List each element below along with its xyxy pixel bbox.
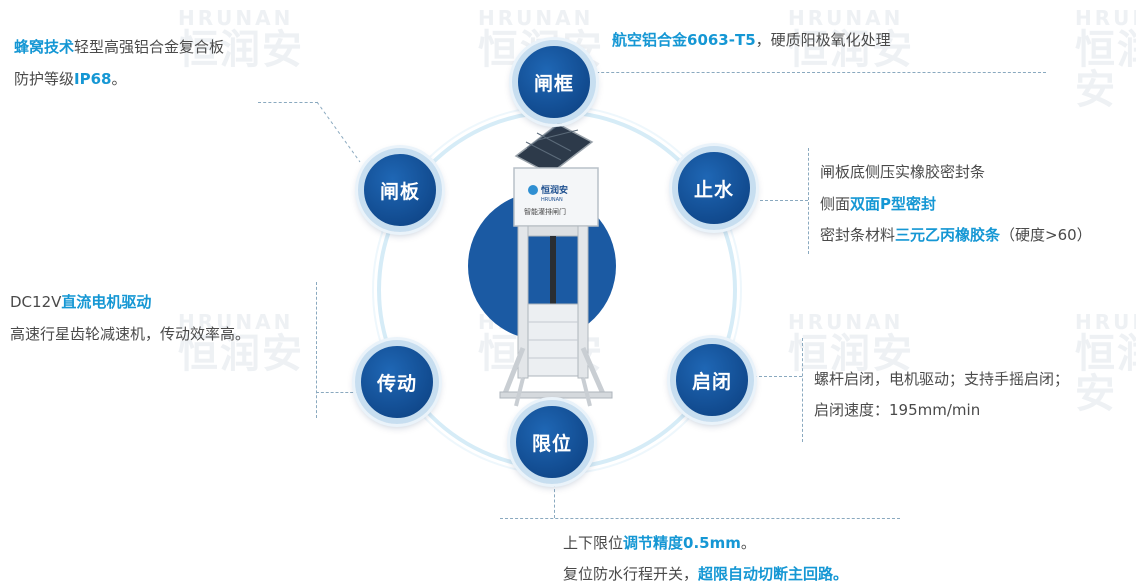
qibi-line2: 启闭速度：195mm/min — [814, 401, 981, 419]
connector-zhaban-diag — [316, 101, 361, 163]
node-zhishui[interactable]: 止水 — [672, 146, 756, 230]
xianwei-line2: 复位防水行程开关，超限自动切断主回路。 — [563, 565, 849, 583]
zhishui-line1: 闸板底侧压实橡胶密封条 — [820, 163, 986, 181]
zhaban-line2: 防护等级IP68。 — [14, 70, 127, 88]
zhakuang-line1: 航空铝合金6063-T5，硬质阳极氧化处理 — [612, 31, 891, 49]
connector-xianwei-v — [554, 484, 555, 518]
brand-logo-icon — [528, 185, 538, 195]
zhaban-line1: 蜂窝技术轻型高强铝合金复合板 — [14, 38, 225, 56]
connector-qibi-h — [754, 376, 802, 377]
connector-xianwei-h — [500, 518, 900, 519]
qibi-line1: 螺杆启闭，电机驱动；支持手摇启闭； — [814, 370, 1070, 388]
zhishui-line2: 侧面双面P型密封 — [820, 195, 937, 213]
connector-zhishui-h — [760, 200, 808, 201]
connector-chuandong-v — [316, 282, 317, 418]
chuandong-line2: 高速行星齿轮减速机，传动效率高。 — [10, 325, 251, 343]
device-brand-cn: 恒润安 — [541, 184, 568, 196]
connector-zhakuang — [556, 72, 1046, 73]
connector-zhaban-a — [258, 102, 318, 103]
connector-qibi-v — [802, 338, 803, 442]
node-xianwei[interactable]: 限位 — [510, 400, 594, 484]
chuandong-line1: DC12V直流电机驱动 — [10, 293, 152, 311]
connector-zhishui-v — [808, 148, 809, 254]
connector-chuandong-h — [316, 392, 358, 393]
device-brand-en: HRUNAN — [541, 197, 563, 203]
node-qibi[interactable]: 启闭 — [670, 338, 754, 422]
gate-device-illustration: 恒润安 HRUNAN 智能灌排闸门 — [499, 118, 613, 407]
node-zhaban[interactable]: 闸板 — [358, 148, 442, 232]
node-zhakuang[interactable]: 闸框 — [512, 40, 596, 124]
zhishui-line3: 密封条材料三元乙丙橡胶条（硬度>60） — [820, 226, 1092, 244]
device-product-label: 智能灌排闸门 — [524, 207, 566, 216]
xianwei-line1: 上下限位调节精度0.5mm。 — [563, 534, 756, 552]
node-chuandong[interactable]: 传动 — [355, 340, 439, 424]
